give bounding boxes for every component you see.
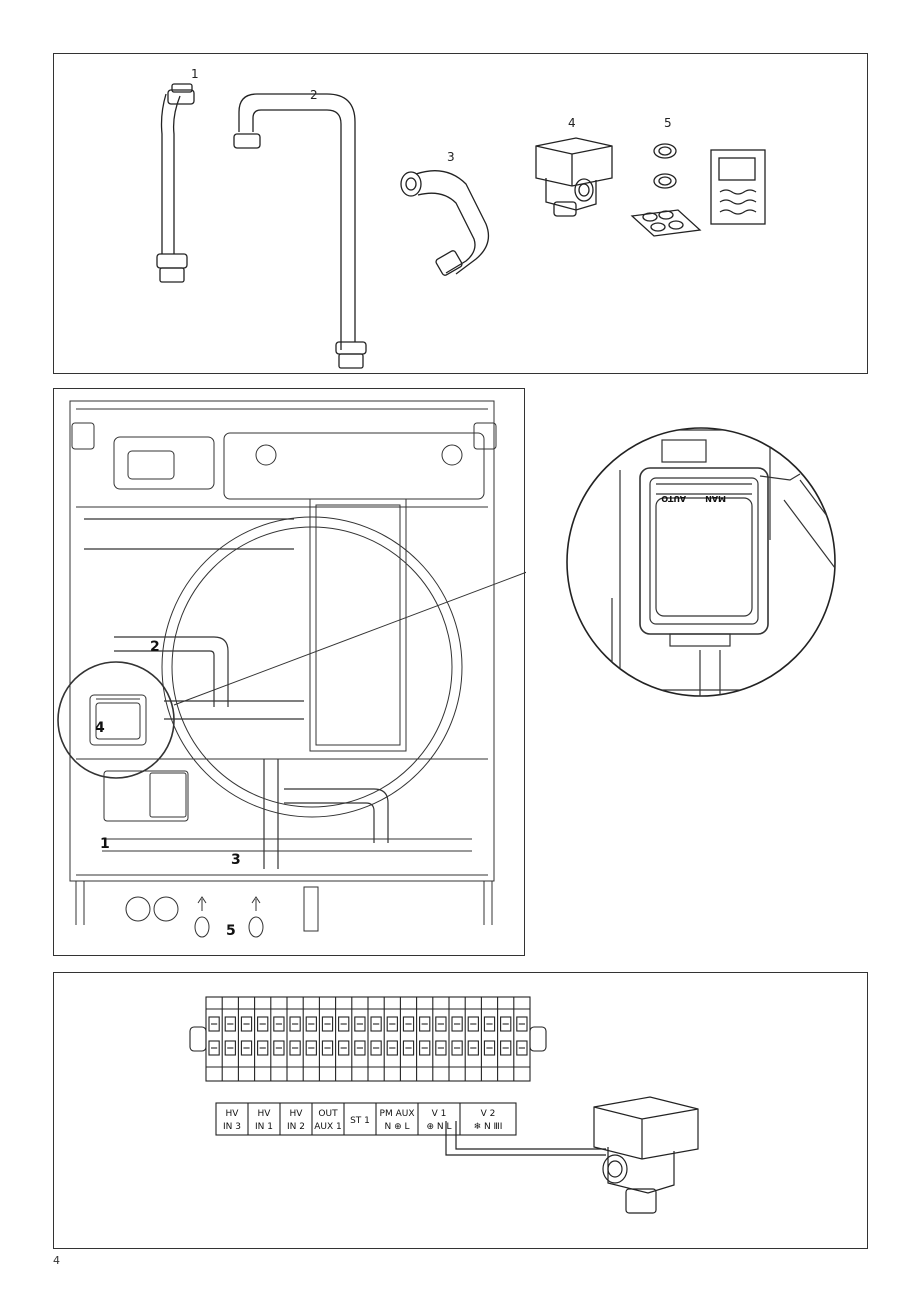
detail-circle-small bbox=[57, 661, 175, 779]
terminal-group-6-top: PM AUX bbox=[380, 1109, 415, 1119]
part-3-pipe bbox=[400, 170, 490, 276]
install-label-2: 2 bbox=[150, 639, 160, 655]
terminal-group-3-bottom: IN 2 bbox=[287, 1122, 305, 1132]
terminal-group-3-top: HV bbox=[290, 1109, 304, 1119]
install-label-3: 3 bbox=[231, 852, 241, 868]
valve-actuator-large bbox=[639, 467, 769, 635]
detail-circle-large bbox=[566, 427, 836, 697]
part-1-pipe bbox=[156, 83, 195, 283]
wired-valve-actuator bbox=[593, 1096, 699, 1214]
valve-actuator-small bbox=[89, 694, 147, 746]
terminal-group-7-top: V 1 bbox=[432, 1109, 447, 1119]
part-2-pipe bbox=[233, 93, 367, 369]
boiler-frame bbox=[69, 400, 495, 882]
page-number: 4 bbox=[53, 1254, 60, 1267]
parts-label-2: 2 bbox=[310, 88, 318, 102]
part-4-valve bbox=[535, 137, 613, 217]
terminal-group-4-top: OUT bbox=[318, 1109, 338, 1119]
parts-drawing: 1 2 3 4 5 bbox=[156, 67, 766, 369]
terminal-strip bbox=[189, 996, 547, 1082]
parts-label-3: 3 bbox=[447, 150, 455, 164]
terminal-group-8-bottom: ❄ N ⅢI bbox=[474, 1122, 503, 1132]
terminal-group-5-top: ST 1 bbox=[350, 1116, 370, 1126]
terminal-group-7-bottom: ⊕ N L bbox=[426, 1122, 451, 1132]
wiring-panel: HV IN 3 HV IN 1 HV IN 2 OUT AUX 1 ST 1 PM AUX N ⊕ … bbox=[53, 972, 868, 1249]
parts-label-4: 4 bbox=[568, 116, 576, 130]
install-label-5: 5 bbox=[226, 923, 236, 939]
parts-label-1: 1 bbox=[191, 67, 199, 81]
terminal-group-4-bottom: AUX 1 bbox=[314, 1122, 342, 1132]
part-5-kit bbox=[630, 143, 766, 237]
terminal-group-1-bottom: IN 3 bbox=[223, 1122, 241, 1132]
installation-drawing: 2 4 1 3 5 bbox=[57, 400, 526, 939]
terminal-group-2-bottom: IN 1 bbox=[255, 1122, 273, 1132]
install-label-4: 4 bbox=[95, 720, 105, 736]
installation-panel: 2 4 1 3 5 bbox=[53, 388, 526, 956]
terminal-group-8-top: V 2 bbox=[481, 1109, 496, 1119]
terminal-group-6-bottom: N ⊕ L bbox=[384, 1122, 409, 1132]
parts-panel: 1 2 3 4 5 bbox=[53, 53, 868, 374]
zoom-auto-label: AUTO bbox=[661, 494, 686, 503]
terminal-group-1-top: HV bbox=[226, 1109, 240, 1119]
v1-wire bbox=[445, 1121, 606, 1156]
zoom-man-label: MAN bbox=[705, 494, 726, 503]
terminal-group-2-top: HV bbox=[258, 1109, 272, 1119]
wiring-drawing: HV IN 3 HV IN 1 HV IN 2 OUT AUX 1 ST 1 PM AUX N ⊕ … bbox=[189, 996, 699, 1214]
install-label-1: 1 bbox=[100, 836, 110, 852]
parts-label-5: 5 bbox=[664, 116, 672, 130]
